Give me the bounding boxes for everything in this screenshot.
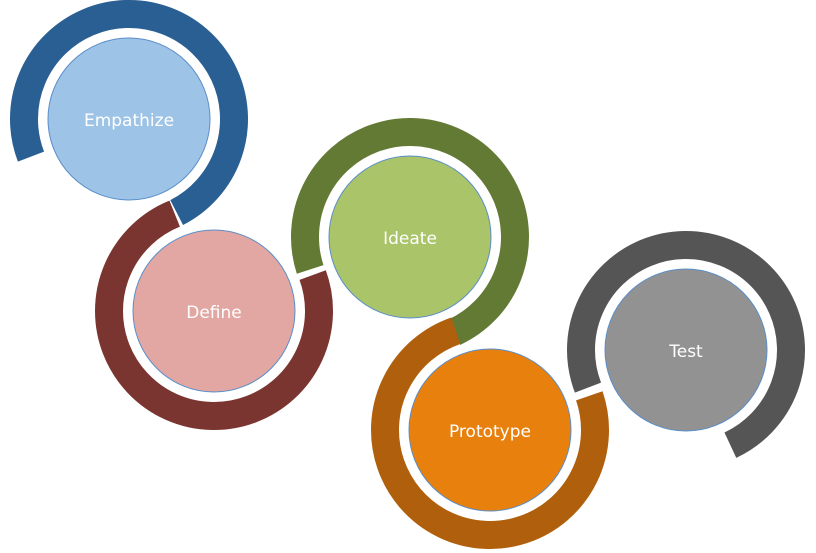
empathize-label: Empathize: [84, 111, 174, 131]
stage-empathize: Empathize: [47, 37, 211, 201]
define-circle: [132, 229, 296, 393]
stage-prototype: Prototype: [408, 348, 572, 512]
empathize-circle: [47, 37, 211, 201]
ideate-ring-arc: [291, 118, 529, 345]
stage-define: Define: [132, 229, 296, 393]
define-ring-arc: [95, 200, 333, 430]
prototype-label: Prototype: [449, 422, 531, 442]
ideate-label: Ideate: [383, 229, 437, 249]
prototype-circle: [408, 348, 572, 512]
prototype-ring-arc: [371, 317, 609, 549]
test-label: Test: [668, 342, 703, 362]
stage-test: Test: [604, 268, 768, 432]
define-label: Define: [186, 303, 242, 323]
test-ring-arc: [567, 231, 805, 458]
stage-ideate: Ideate: [328, 155, 492, 319]
ideate-circle: [328, 155, 492, 319]
test-circle: [604, 268, 768, 432]
empathize-ring-arc: [10, 0, 248, 226]
